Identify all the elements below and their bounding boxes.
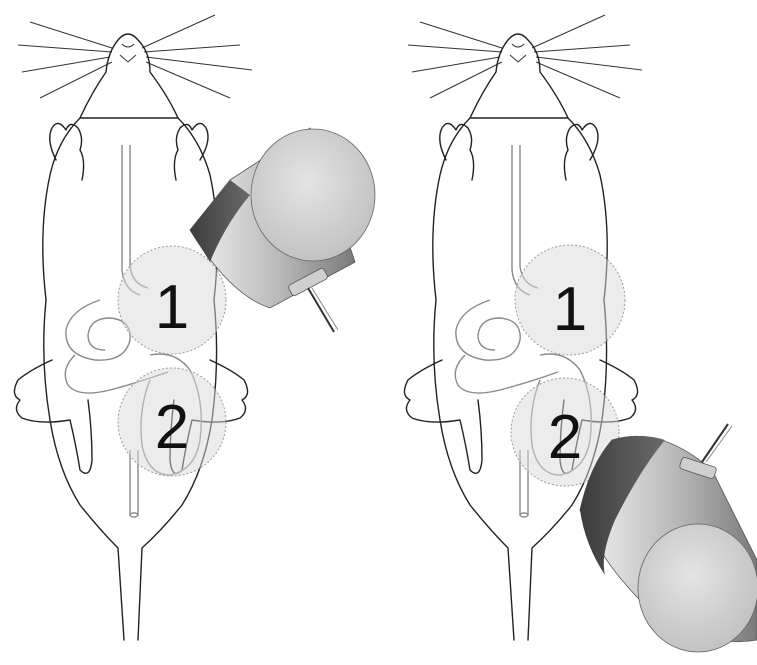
region-1-label-right: 1 [553,275,587,344]
region-1-label-left: 1 [155,273,189,342]
left-panel: 1 2 [14,15,375,640]
region-1-left: 1 [118,246,226,354]
right-panel: 1 2 [404,15,757,652]
region-2-label-right: 2 [548,403,582,472]
region-2-left: 2 [118,368,226,476]
region-1-right: 1 [515,245,625,355]
ultrasound-transducer-right [580,424,757,652]
region-2-label-left: 2 [155,393,189,462]
